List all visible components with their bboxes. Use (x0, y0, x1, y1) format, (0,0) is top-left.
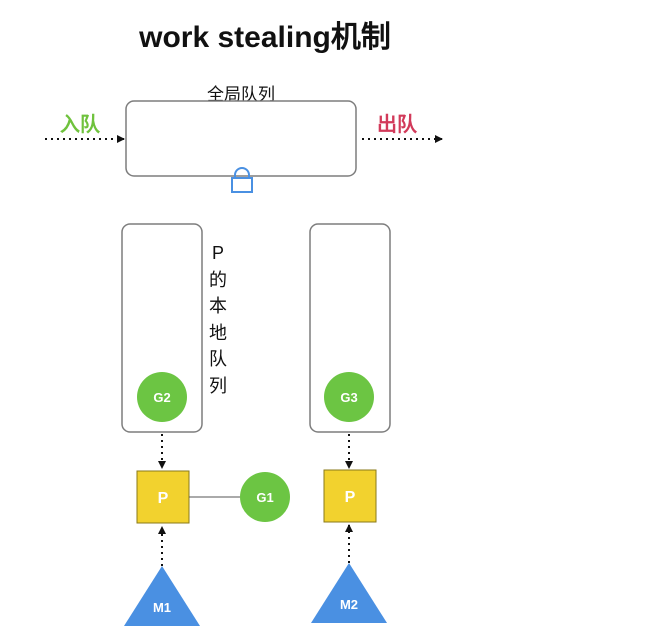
goroutine-g2 (137, 372, 187, 422)
dequeue-label: 出队 (377, 114, 417, 136)
page-title: work stealing机制 (139, 21, 391, 54)
goroutine-g3-label: G3 (340, 390, 357, 405)
goroutine-g1 (240, 472, 290, 522)
machine-m1 (124, 566, 200, 626)
local-queue-label-char: 本 (209, 296, 227, 316)
goroutine-g1-label: G1 (256, 490, 273, 505)
local-queue-label-char: 地 (209, 322, 227, 343)
goroutine-g3 (324, 372, 374, 422)
local-queue-label-char: 的 (209, 269, 227, 290)
machine-m1-label: M1 (153, 600, 171, 615)
local-queue-label-char: 列 (209, 375, 227, 396)
global-queue-box (125, 100, 357, 177)
local-queue-label: P 的 本 地 队 列 (203, 240, 233, 399)
enqueue-label: 入队 (60, 114, 100, 136)
processor-p-right (323, 469, 377, 523)
local-queue-box-left (121, 223, 203, 433)
lock-icon (231, 167, 253, 193)
machine-m2-label: M2 (340, 597, 358, 612)
processor-p-left-label: P (158, 490, 169, 507)
machine-m2 (311, 563, 387, 623)
local-queue-label-char: P (211, 243, 224, 263)
local-queue-box-right (309, 223, 391, 433)
processor-p-right-label: P (345, 489, 356, 506)
local-queue-label-char: 队 (209, 349, 227, 369)
goroutine-g2-label: G2 (153, 390, 170, 405)
global-queue-label: 全局队列 (207, 85, 275, 104)
processor-p-left (136, 470, 190, 524)
